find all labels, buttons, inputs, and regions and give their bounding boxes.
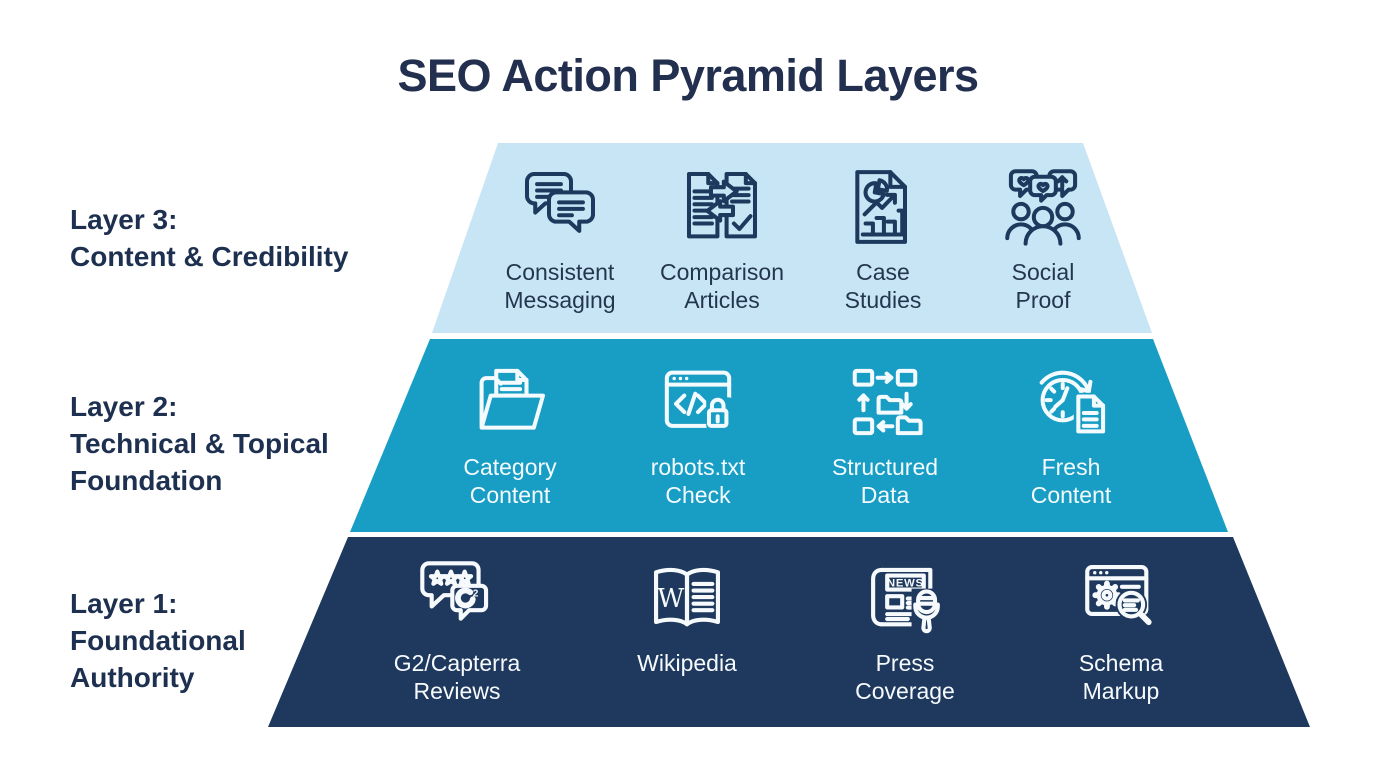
item-case-studies: Case Studies <box>768 160 998 314</box>
layer-3-label-line: Layer 3: <box>70 204 178 235</box>
item-fresh-content: Fresh Content <box>956 355 1186 509</box>
item-g2-capterra-reviews: 2 G2/Capterra Reviews <box>342 551 572 705</box>
item-label: Consistent Messaging <box>504 259 616 313</box>
item-robots-txt-check: robots.txt Check <box>583 355 813 509</box>
item-label: Wikipedia <box>637 650 737 676</box>
chart-document-icon <box>768 160 998 254</box>
item-label: robots.txt Check <box>650 454 746 508</box>
item-comparison-articles: Comparison Articles <box>607 160 837 314</box>
browser-gear-magnifier-icon <box>1006 551 1236 645</box>
layer-2-side-label: Layer 2: Technical & Topical Foundation <box>70 388 420 499</box>
item-structured-data: Structured Data <box>770 355 1000 509</box>
flowchart-boxes-icon <box>770 355 1000 449</box>
item-schema-markup: Schema Markup <box>1006 551 1236 705</box>
code-window-lock-icon <box>583 355 813 449</box>
svg-text:NEWS: NEWS <box>887 578 924 590</box>
item-label: Fresh Content <box>1030 454 1112 508</box>
comparison-documents-icon <box>607 160 837 254</box>
item-consistent-messaging: Consistent Messaging <box>445 160 675 314</box>
item-label: G2/Capterra Reviews <box>393 650 521 704</box>
item-social-proof: Social Proof <box>928 160 1152 314</box>
layer-3-label-line: Content & Credibility <box>70 241 349 272</box>
item-wikipedia: W Wikipedia <box>572 551 802 677</box>
svg-text:2: 2 <box>473 589 479 600</box>
layer-3-side-label: Layer 3: Content & Credibility <box>70 201 420 275</box>
chat-bubbles-icon <box>445 160 675 254</box>
layer-1-label-line: Layer 1: <box>70 588 178 619</box>
layer-1-label-line: Authority <box>70 662 195 693</box>
item-category-content: Category Content <box>395 355 625 509</box>
folder-document-icon <box>395 355 625 449</box>
open-book-icon: W <box>572 551 802 645</box>
item-label: Social Proof <box>1011 259 1075 313</box>
item-label: Category Content <box>463 454 557 508</box>
item-label: Schema Markup <box>1078 650 1164 704</box>
item-label: Case Studies <box>844 259 922 313</box>
item-label: Press Coverage <box>855 650 955 704</box>
item-label: Comparison Articles <box>660 259 784 313</box>
svg-text:W: W <box>657 584 684 614</box>
layer-2-label-line: Layer 2: <box>70 391 178 422</box>
page-title: SEO Action Pyramid Layers <box>397 50 979 101</box>
item-press-coverage: NEWS Press Coverage <box>790 551 1020 705</box>
layer-2-label-line: Technical & Topical <box>70 428 329 459</box>
people-reactions-icon <box>928 160 1152 254</box>
layer-1-side-label: Layer 1: Foundational Authority <box>70 585 420 696</box>
layer-2-label-line: Foundation <box>70 465 223 496</box>
clock-refresh-document-icon <box>956 355 1186 449</box>
item-label: Structured Data <box>831 454 939 508</box>
review-stars-bubble-icon: 2 <box>342 551 572 645</box>
layer-1-label-line: Foundational <box>70 625 246 656</box>
newspaper-microphone-icon: NEWS <box>790 551 1020 645</box>
